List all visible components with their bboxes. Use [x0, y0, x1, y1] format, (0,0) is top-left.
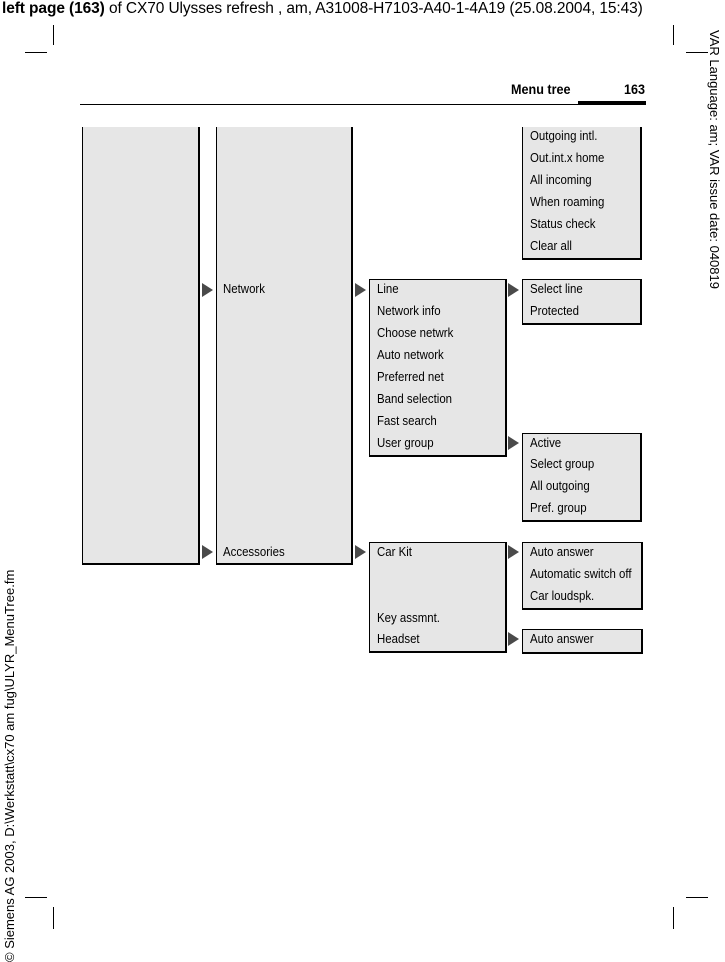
crop-mark	[53, 25, 54, 45]
arrow-right-icon	[508, 545, 519, 559]
submenu-item: Network info	[377, 303, 441, 318]
submenu-item: All outgoing	[530, 478, 590, 493]
crop-mark	[673, 907, 674, 929]
submenu-item: Status check	[530, 216, 596, 231]
crop-mark	[25, 897, 47, 898]
submenu-item: User group	[377, 435, 434, 450]
submenu-item: Auto network	[377, 347, 444, 362]
submenu-item: Clear all	[530, 238, 572, 253]
var-language-info: VAR Language: am; VAR issue date: 040819	[707, 30, 722, 289]
arrow-right-icon	[508, 283, 519, 297]
crop-mark	[686, 52, 708, 53]
barring-submenu	[522, 127, 642, 260]
arrow-right-icon	[202, 545, 213, 559]
crop-mark	[686, 897, 708, 898]
crop-mark	[25, 52, 47, 53]
menu-level1-column	[82, 127, 200, 565]
submenu-item: Pref. group	[530, 500, 587, 515]
submenu-item: Outgoing intl.	[530, 128, 598, 143]
headset-submenu	[522, 629, 643, 654]
line-submenu	[522, 279, 642, 325]
network-submenu	[369, 279, 507, 457]
menu-level2-column	[216, 127, 353, 565]
arrow-right-icon	[355, 283, 366, 297]
arrow-right-icon	[355, 545, 366, 559]
submenu-item: Preferred net	[377, 369, 444, 384]
submenu-item: Headset	[377, 631, 420, 646]
crop-mark	[673, 25, 674, 45]
document-header: left page (163) of CX70 Ulysses refresh …	[2, 0, 643, 18]
arrow-right-icon	[508, 436, 519, 450]
running-title: Menu tree	[511, 81, 571, 97]
submenu-item: Band selection	[377, 391, 453, 406]
submenu-item: Line	[377, 281, 399, 296]
page-number: 163	[624, 81, 646, 97]
submenu-item: All incoming	[530, 172, 592, 187]
submenu-item: Out.int.x home	[530, 150, 605, 165]
crop-mark	[53, 907, 54, 929]
submenu-item: Key assmnt.	[377, 610, 440, 625]
header-page-ref: left page (163)	[2, 0, 105, 17]
submenu-item: Auto answer	[530, 631, 594, 646]
submenu-item: Car Kit	[377, 544, 412, 559]
menu-item-network: Network	[223, 281, 265, 296]
menu-item-accessories: Accessories	[223, 544, 285, 559]
user-group-submenu	[522, 433, 642, 522]
submenu-item: Car loudspk.	[530, 588, 595, 603]
submenu-item: Auto answer	[530, 544, 594, 559]
arrow-right-icon	[508, 632, 519, 646]
header-rule-accent	[578, 101, 646, 105]
car-kit-submenu	[522, 542, 643, 610]
accessories-submenu	[369, 542, 507, 653]
submenu-item: Select line	[530, 281, 583, 296]
copyright-path: © Siemens AG 2003, D:\Werkstatt\cx70 am …	[2, 569, 17, 962]
header-file-info: of CX70 Ulysses refresh , am, A31008-H71…	[104, 0, 643, 17]
arrow-right-icon	[202, 283, 213, 297]
submenu-item: Automatic switch off	[530, 566, 632, 581]
header-rule	[80, 104, 646, 105]
submenu-item: Select group	[530, 456, 595, 471]
submenu-item: Active	[530, 435, 562, 450]
submenu-item: Fast search	[377, 413, 437, 428]
submenu-item: Protected	[530, 303, 579, 318]
submenu-item: Choose netwrk	[377, 325, 454, 340]
submenu-item: When roaming	[530, 194, 605, 209]
